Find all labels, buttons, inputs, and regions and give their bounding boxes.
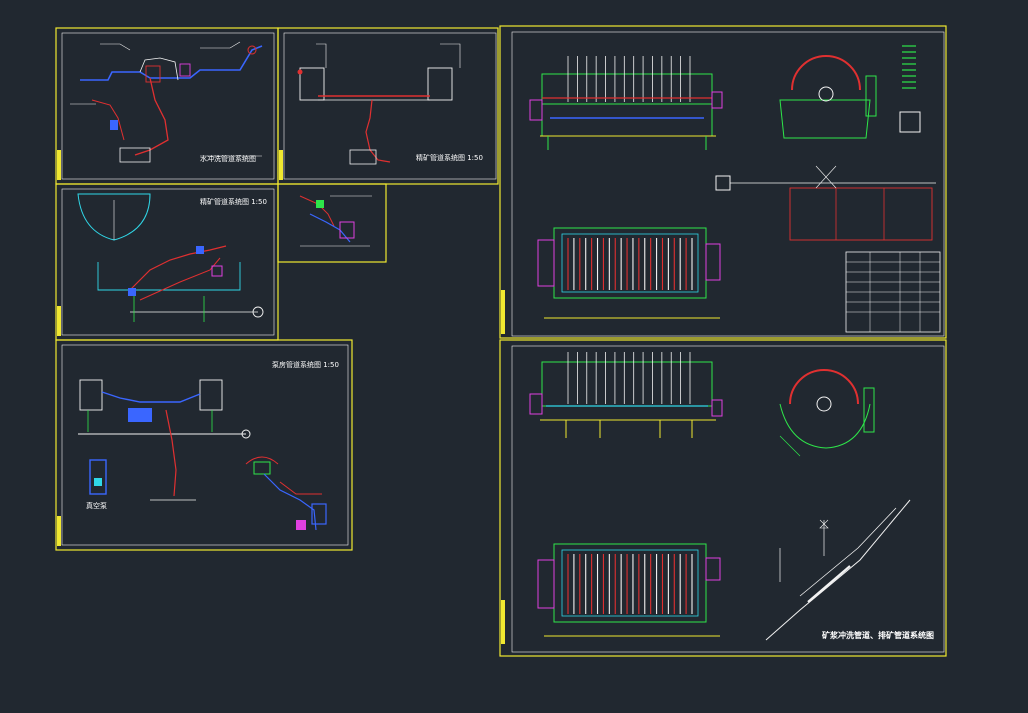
sheet-e-side-label: 真空泵 [86, 501, 107, 510]
sheet-f [499, 25, 947, 339]
sheet-b-title: 精矿管道系统图 1:50 [416, 153, 483, 162]
filter-plan-f [537, 227, 721, 319]
disc-side-view-g [779, 369, 875, 457]
sheet-g: 矿浆冲洗管道、排矿管道系统图 [499, 339, 947, 657]
disc-side-view-f [779, 45, 921, 139]
sheet-a-title: 水冲洗管道系统图 [200, 154, 256, 163]
filter-elevation-g [529, 352, 723, 438]
sheet-e: 泵房管道系统图 1:50 真空泵 [55, 339, 353, 551]
sheet-d [277, 183, 387, 263]
sheet-c: 精矿管道系统图 1:50 [55, 183, 279, 341]
sheet-c-title: 精矿管道系统图 1:50 [200, 197, 267, 206]
title-block-f [845, 251, 941, 333]
filter-plan-g [537, 543, 721, 637]
pipe-network-e [78, 379, 327, 531]
sheet-a: 水冲洗管道系统图 [55, 27, 279, 185]
sheet-g-title: 矿浆冲洗管道、排矿管道系统图 [822, 630, 934, 640]
pipe-network-b [297, 43, 461, 165]
pipe-network-c [77, 193, 264, 322]
pipe-grid-f [715, 165, 936, 241]
pipe-network-d [299, 195, 372, 247]
sloped-pipe-g [765, 499, 911, 641]
sheet-e-title: 泵房管道系统图 1:50 [272, 360, 339, 369]
filter-elevation-f [529, 56, 723, 150]
sheet-b: 精矿管道系统图 1:50 [277, 27, 499, 185]
pipe-network-a [70, 41, 263, 163]
